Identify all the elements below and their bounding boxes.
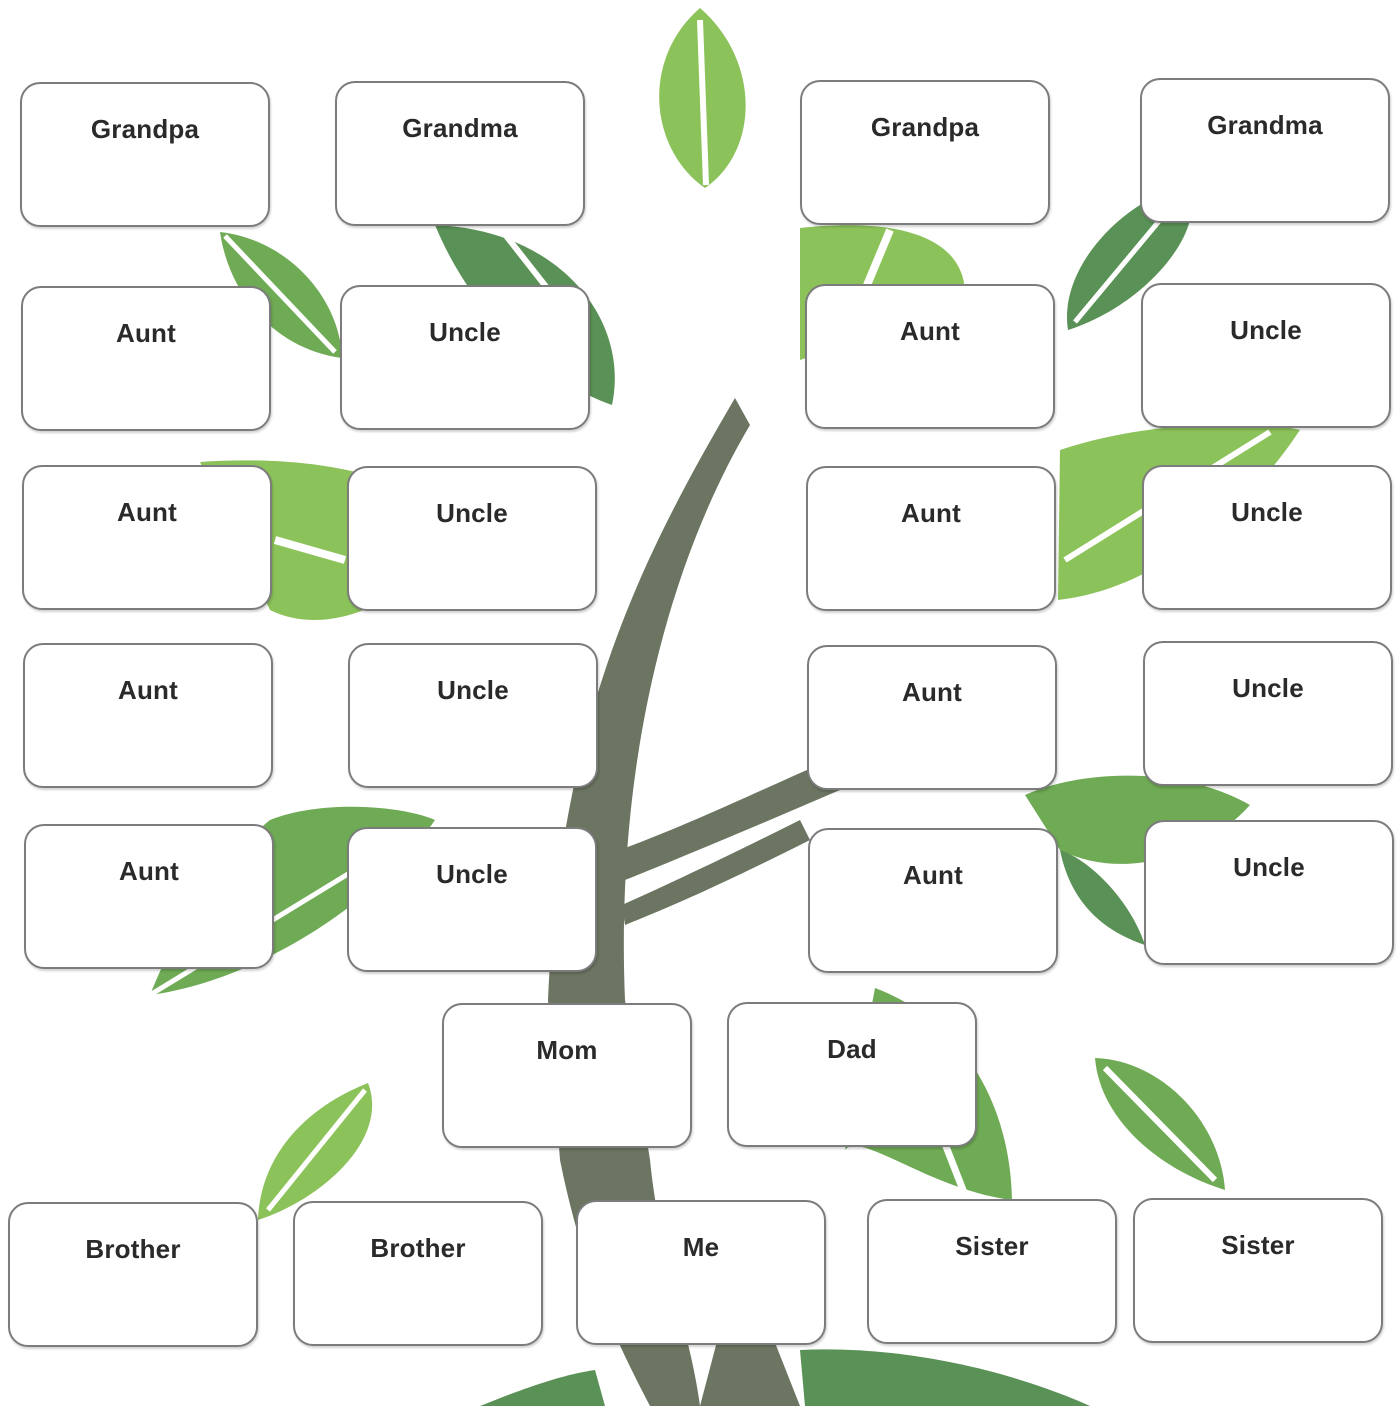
aunt-box[interactable]: Aunt (23, 643, 273, 788)
box-label: Uncle (1233, 852, 1305, 882)
uncle-box[interactable]: Uncle (340, 285, 590, 430)
box-label: Sister (1221, 1230, 1295, 1260)
uncle-box[interactable]: Uncle (1143, 641, 1393, 786)
brother-box[interactable]: Brother (293, 1201, 543, 1346)
sister-box[interactable]: Sister (867, 1199, 1117, 1344)
tree-trunk-branch (620, 760, 840, 880)
box-label: Aunt (900, 316, 960, 346)
box-label: Aunt (117, 497, 177, 527)
uncle-box[interactable]: Uncle (348, 643, 598, 788)
sister-box[interactable]: Sister (1133, 1198, 1383, 1343)
box-label: Uncle (437, 675, 509, 705)
box-label: Aunt (901, 498, 961, 528)
tree-leaves (148, 8, 1300, 1406)
box-label: Uncle (1231, 497, 1303, 527)
grandma-box-left[interactable]: Grandma (335, 81, 585, 226)
box-label: Aunt (903, 860, 963, 890)
box-label: Uncle (429, 317, 501, 347)
aunt-box[interactable]: Aunt (807, 645, 1057, 790)
aunt-box[interactable]: Aunt (806, 466, 1056, 611)
box-label: Me (682, 1232, 720, 1262)
uncle-box[interactable]: Uncle (347, 466, 597, 611)
grandpa-box-left[interactable]: Grandpa (20, 82, 270, 227)
box-label: Grandma (1207, 110, 1323, 140)
grandpa-box-right[interactable]: Grandpa (800, 80, 1050, 225)
grandma-box-right[interactable]: Grandma (1140, 78, 1390, 223)
box-label: Uncle (436, 859, 508, 889)
box-label: Aunt (119, 856, 179, 886)
aunt-box[interactable]: Aunt (21, 286, 271, 431)
aunt-box[interactable]: Aunt (22, 465, 272, 610)
mom-box[interactable]: Mom (442, 1003, 692, 1148)
uncle-box[interactable]: Uncle (1144, 820, 1394, 965)
box-label: Grandpa (870, 112, 980, 142)
uncle-box[interactable]: Uncle (1142, 465, 1392, 610)
box-label: Mom (536, 1035, 598, 1065)
box-label: Grandpa (90, 114, 200, 144)
box-label: Aunt (118, 675, 178, 705)
box-label: Uncle (1230, 315, 1302, 345)
me-box[interactable]: Me (576, 1200, 826, 1345)
box-label: Brother (85, 1234, 181, 1264)
tree-trunk-root (700, 1330, 800, 1406)
box-label: Aunt (902, 677, 962, 707)
box-label: Grandma (402, 113, 518, 143)
box-label: Dad (827, 1034, 877, 1064)
uncle-box[interactable]: Uncle (1141, 283, 1391, 428)
tree-trunk (548, 398, 750, 1406)
box-label: Uncle (1232, 673, 1304, 703)
box-label: Aunt (116, 318, 176, 348)
aunt-box[interactable]: Aunt (24, 824, 274, 969)
dad-box[interactable]: Dad (727, 1002, 977, 1147)
box-label: Uncle (436, 498, 508, 528)
box-label: Sister (955, 1231, 1029, 1261)
box-label: Brother (370, 1233, 466, 1263)
brother-box[interactable]: Brother (8, 1202, 258, 1347)
aunt-box[interactable]: Aunt (805, 284, 1055, 429)
uncle-box[interactable]: Uncle (347, 827, 597, 972)
tree-trunk-branch (622, 820, 810, 925)
aunt-box[interactable]: Aunt (808, 828, 1058, 973)
